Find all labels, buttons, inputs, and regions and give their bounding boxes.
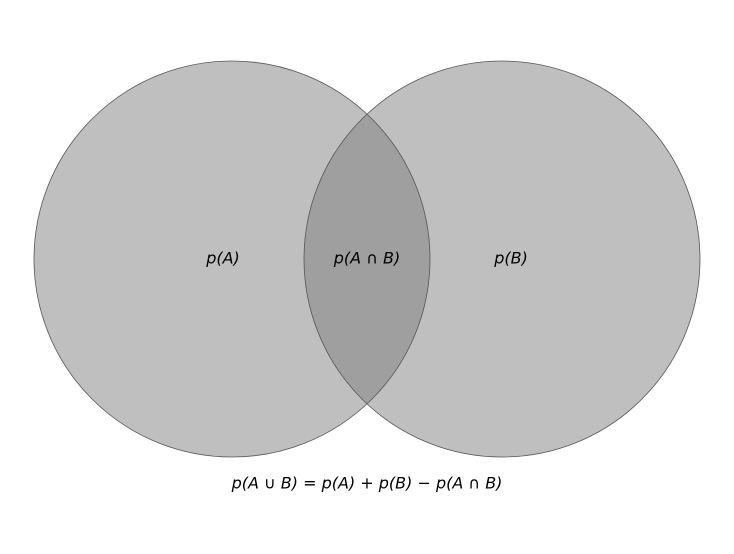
intersection-region (304, 61, 430, 457)
union-formula: p(A ∪ B) = p(A) + p(B) − p(A ∩ B) (231, 474, 503, 493)
set-a-outline (33, 60, 431, 458)
set-b-outline (303, 60, 701, 458)
set-b-label: p(B) (493, 249, 528, 268)
set-a-label: p(A) (205, 249, 240, 268)
intersection-label: p(A ∩ B) (333, 249, 400, 268)
